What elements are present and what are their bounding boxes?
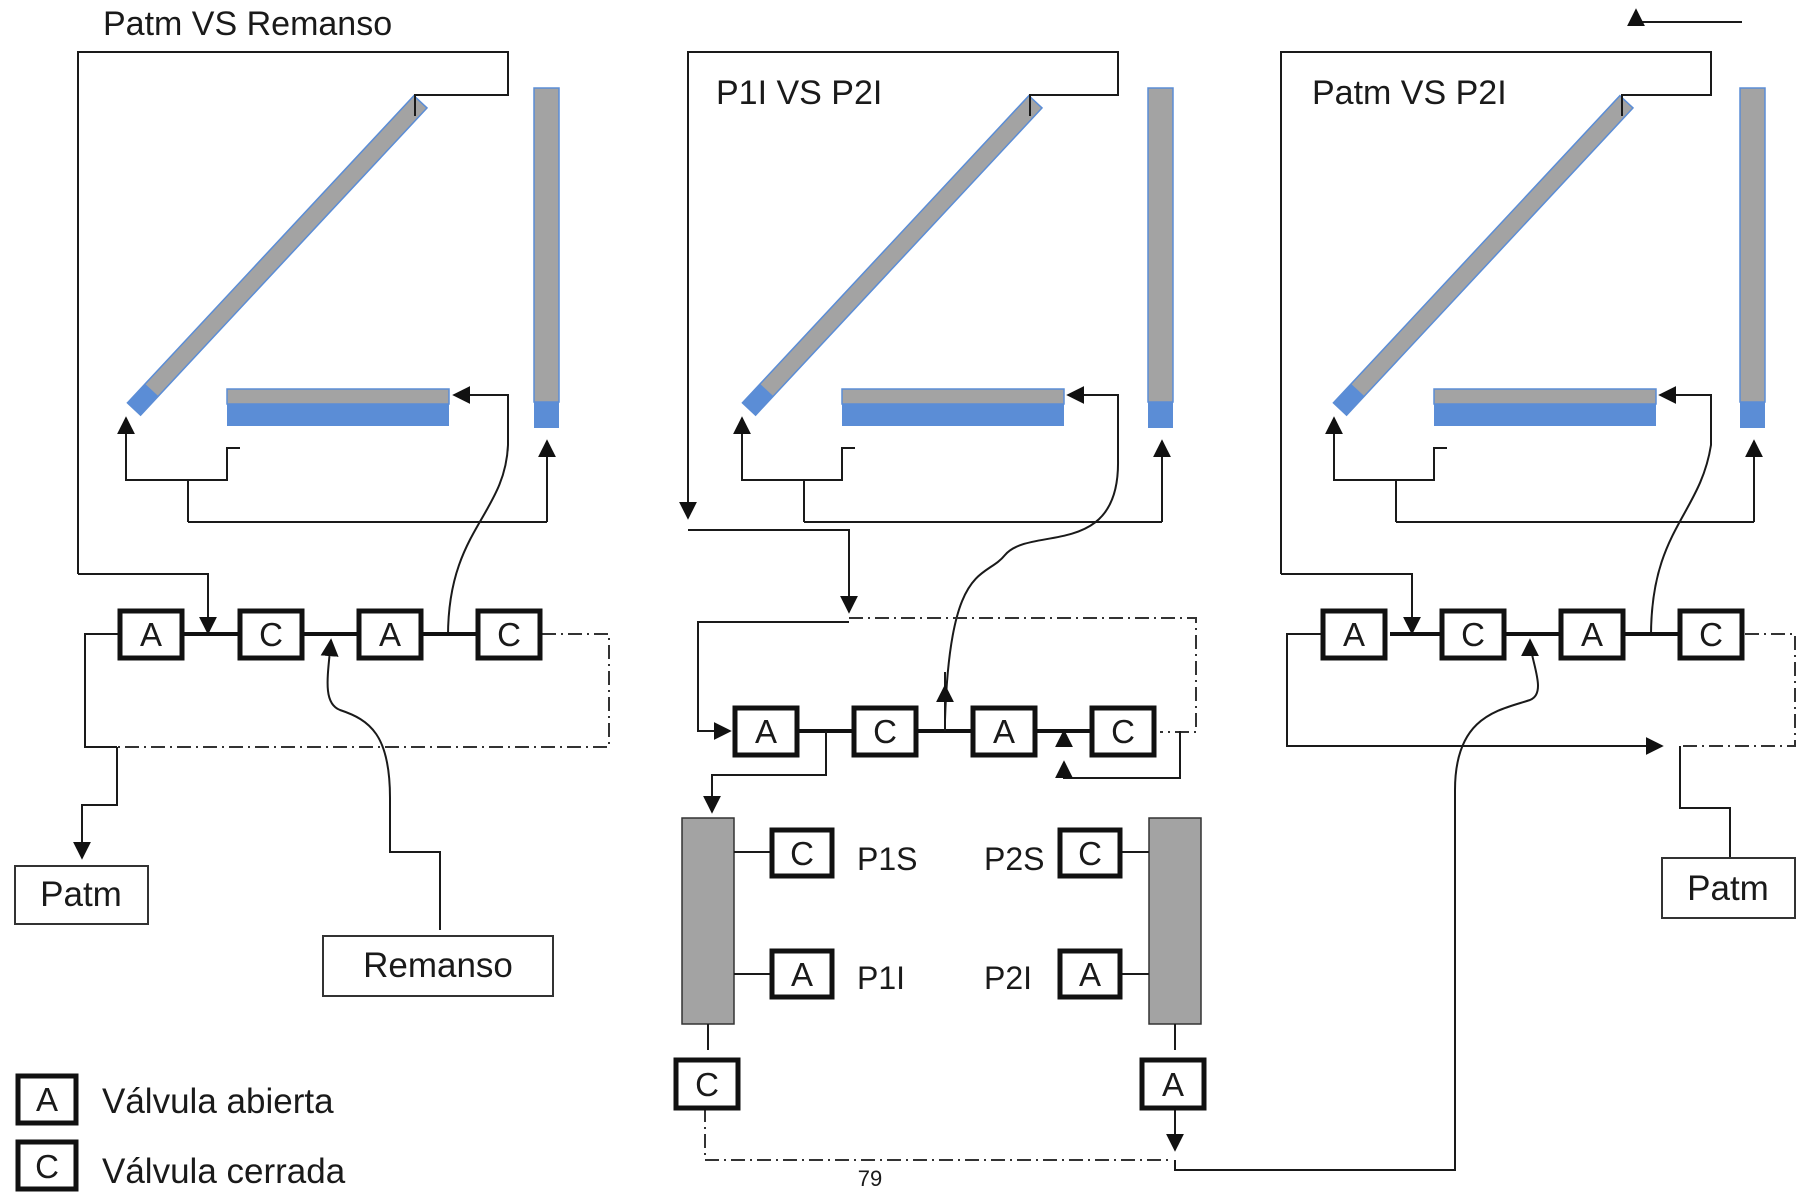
valve-3-state: A: [993, 713, 1015, 750]
valve-4-state: C: [1699, 616, 1723, 653]
valve-1-state: A: [1343, 616, 1365, 653]
valve-1[interactable]: A: [1320, 608, 1388, 661]
valve-2-state: C: [259, 616, 283, 653]
panel-right: Patm VS P2I A C: [1280, 10, 1796, 919]
legend-text-closed: Válvula cerrada: [102, 1152, 346, 1191]
legend: A Válvula abierta C Válvula cerrada: [15, 1073, 346, 1192]
column-p2: [1148, 817, 1202, 1025]
valve-4[interactable]: C: [475, 608, 543, 661]
horizontal-tube: [226, 388, 450, 426]
legend-item-closed: C Válvula cerrada: [15, 1139, 346, 1192]
vertical-tube: [1147, 87, 1174, 428]
label-p2i: P2I: [984, 960, 1032, 996]
legend-symbol-open: A: [36, 1081, 58, 1118]
valve-3[interactable]: A: [356, 608, 424, 661]
valve-drain-left-state: C: [695, 1066, 719, 1103]
valve-p2i[interactable]: A: [1057, 948, 1123, 1000]
valve-4[interactable]: C: [1089, 705, 1157, 758]
valve-p1i-state: A: [791, 956, 813, 993]
patm-label: Patm: [1687, 869, 1769, 908]
valve-drain-left[interactable]: C: [673, 1057, 741, 1111]
valve-4-state: C: [497, 616, 521, 653]
vertical-tube: [533, 87, 560, 428]
valve-3-state: A: [379, 616, 401, 653]
panel-title: Patm VS Remanso: [103, 5, 392, 43]
valve-p2i-state: A: [1079, 956, 1101, 993]
valve-2-state: C: [1461, 616, 1485, 653]
remanso-label: Remanso: [363, 946, 513, 985]
valve-p1s[interactable]: C: [769, 827, 835, 879]
page-number: 79: [858, 1166, 882, 1191]
panel-title: P1I VS P2I: [716, 74, 882, 112]
valve-p1s-state: C: [790, 835, 814, 872]
label-p1i: P1I: [857, 960, 905, 996]
valve-p2s-state: C: [1078, 835, 1102, 872]
inclined-tube: [126, 94, 429, 417]
valve-3[interactable]: A: [1558, 608, 1626, 661]
remanso-box: Remanso: [322, 935, 554, 997]
horizontal-tube: [1433, 388, 1657, 426]
valve-1-state: A: [755, 713, 777, 750]
column-p1: [681, 817, 735, 1025]
legend-item-open: A Válvula abierta: [15, 1073, 334, 1126]
label-p1s: P1S: [857, 841, 917, 877]
patm-label: Patm: [40, 875, 122, 914]
valve-2[interactable]: C: [851, 705, 919, 758]
valve-2[interactable]: C: [237, 608, 305, 661]
label-p2s: P2S: [984, 841, 1044, 877]
panel-left: Patm VS Remanso A: [14, 5, 610, 997]
drain-to-right-panel-line: [1174, 638, 1540, 1171]
valve-1[interactable]: A: [117, 608, 185, 661]
valve-3[interactable]: A: [970, 705, 1038, 758]
valve-4[interactable]: C: [1677, 608, 1745, 661]
valve-p1i[interactable]: A: [769, 948, 835, 1000]
patm-box: Patm: [1661, 857, 1796, 919]
valve-1[interactable]: A: [732, 705, 800, 758]
valve-2-state: C: [873, 713, 897, 750]
vertical-tube: [1739, 87, 1766, 428]
inclined-tube: [1332, 94, 1635, 417]
valve-1-state: A: [140, 616, 162, 653]
valve-4-state: C: [1111, 713, 1135, 750]
horizontal-tube: [841, 388, 1065, 426]
valve-drain-right[interactable]: A: [1139, 1057, 1207, 1111]
legend-symbol-closed: C: [35, 1148, 59, 1185]
inclined-tube: [741, 94, 1044, 417]
valve-drain-right-state: A: [1162, 1066, 1184, 1103]
valve-2[interactable]: C: [1439, 608, 1507, 661]
valve-p2s[interactable]: C: [1057, 827, 1123, 879]
valve-3-state: A: [1581, 616, 1603, 653]
panel-title: Patm VS P2I: [1312, 74, 1507, 112]
panel-middle: P1I VS P2I: [673, 51, 1207, 1161]
patm-box: Patm: [14, 865, 149, 925]
legend-text-open: Válvula abierta: [102, 1082, 334, 1121]
